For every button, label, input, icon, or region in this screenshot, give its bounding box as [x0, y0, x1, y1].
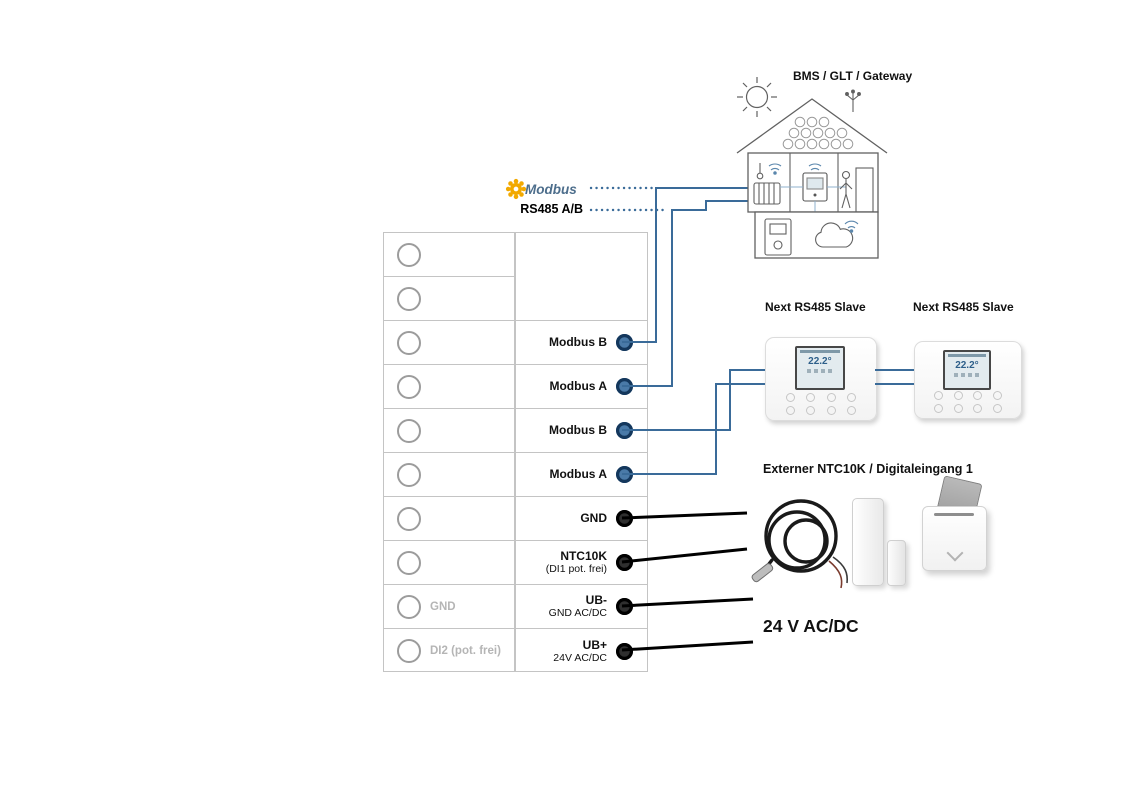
terminal-row-6-left [384, 453, 514, 497]
boiler-icon [764, 218, 792, 256]
terminal-cell-modbus-b-1: Modbus B [516, 321, 647, 365]
screw-terminal-icon [397, 374, 421, 399]
terminal-block-left-column: GND DI2 (pot. frei) [383, 232, 515, 672]
connector-dot [616, 378, 633, 395]
modbus-label: Modbus [525, 181, 577, 197]
gear-icon [505, 178, 527, 200]
bms-gateway-illustration [736, 77, 888, 259]
terminal-row-2-left [384, 277, 514, 321]
door-contact-magnet-icon [887, 540, 906, 586]
device-screen: 22.2° [794, 346, 846, 390]
wifi-icon [844, 220, 859, 233]
antenna-icon [845, 89, 861, 112]
slave1-label: Next RS485 Slave [765, 300, 866, 314]
thermometer-icon [756, 163, 764, 180]
screen-statusbar [947, 353, 987, 357]
terminal-row-5-left [384, 409, 514, 453]
wifi-icon [768, 163, 782, 175]
bms-gateway-label: BMS / GLT / Gateway [793, 69, 913, 83]
gateway-thermostat-icon [802, 172, 828, 202]
interior-links [780, 186, 846, 229]
screen-temperature: 22.2° [955, 359, 979, 371]
connector-dot [616, 510, 633, 527]
terminal-label: UB- [585, 593, 607, 607]
radiator-icon [753, 182, 781, 205]
screen-icons [945, 372, 990, 377]
terminal-label: Modbus B [549, 423, 607, 438]
terminal-cell-ub-minus: UB- GND AC/DC [516, 585, 647, 629]
terminal-row-7-left [384, 497, 514, 541]
connector-dot [616, 598, 633, 615]
terminal-label: NTC10K [560, 549, 607, 563]
screw-terminal-icon [397, 242, 421, 267]
screw-terminal-icon [397, 550, 421, 575]
terminal-sublabel: 24V AC/DC [553, 651, 607, 664]
screw-terminal-icon [397, 462, 421, 487]
screw-terminal-icon [397, 418, 421, 443]
terminal-row-4-left [384, 365, 514, 409]
screw-terminal-icon [397, 639, 421, 663]
sensors-header: Externer NTC10K / Digitaleingang 1 [763, 462, 973, 476]
cloud-icon [815, 222, 854, 248]
terminal-sublabel: GND AC/DC [548, 607, 607, 620]
screen-statusbar [799, 350, 841, 354]
terminal-row-8-left [384, 541, 514, 585]
left-terminal-label: DI2 (pot. frei) [430, 645, 501, 657]
screw-terminal-icon [397, 330, 421, 355]
screw-terminal-icon [397, 594, 421, 619]
screw-terminal-icon [397, 286, 421, 311]
terminal-block-right-column: Modbus B Modbus A Modbus B Modbus A [515, 232, 648, 672]
wifi-icon [808, 163, 822, 171]
rs485-label: RS485 A/B [520, 202, 583, 216]
supply-label: 24 V AC/DC [763, 616, 859, 636]
terminal-label: UB+ [582, 637, 607, 652]
screen-temperature: 22.2° [808, 356, 832, 368]
basement [754, 211, 879, 259]
terminal-label: Modbus A [549, 379, 607, 394]
roof [736, 98, 888, 154]
card-switch-icon [922, 506, 987, 571]
terminal-cell-ntc10k: NTC10K (DI1 pot. frei) [516, 541, 647, 585]
device-screen: 22.2° [942, 349, 992, 390]
solar-panel [782, 116, 854, 150]
terminal-cell-ub-plus: UB+ 24V AC/DC [516, 629, 647, 673]
modbus-wires [622, 187, 914, 475]
left-terminal-label: GND [430, 600, 456, 613]
modbus-logo: Modbus [505, 178, 577, 200]
terminal-label: Modbus B [549, 335, 607, 350]
terminal-cell-modbus-a-2: Modbus A [516, 453, 647, 497]
dotted-bus-lines [589, 186, 670, 212]
card-slot [934, 513, 974, 516]
terminal-row-3-left [384, 321, 514, 365]
ntc-probe-tip [751, 563, 774, 583]
house-body [747, 152, 879, 213]
terminal-cell-empty [516, 233, 647, 321]
terminal-row-1-left [384, 233, 514, 277]
connector-dot [616, 554, 633, 571]
chevron-down-icon [946, 544, 964, 562]
device-buttons [929, 391, 1007, 414]
person-at-door-icon [839, 167, 874, 213]
rs485-slave-device-1: 22.2° [765, 337, 877, 421]
door-contact-icon [852, 498, 884, 586]
terminal-cell-modbus-b-2: Modbus B [516, 409, 647, 453]
ntc-cable-icon [751, 499, 849, 589]
terminal-cell-gnd: GND [516, 497, 647, 541]
screw-terminal-icon [397, 506, 421, 531]
terminal-sublabel: (DI1 pot. frei) [545, 563, 607, 576]
sun-icon [737, 77, 777, 117]
device-buttons [780, 393, 861, 416]
terminal-label: Modbus A [549, 467, 607, 482]
screen-icons [797, 369, 844, 374]
rs485-slave-device-2: 22.2° [914, 341, 1022, 419]
terminal-row-10-left: DI2 (pot. frei) [384, 629, 514, 673]
connector-dot [616, 642, 633, 660]
terminal-cell-modbus-a-1: Modbus A [516, 365, 647, 409]
connector-dot [616, 334, 633, 351]
terminal-label: GND [580, 511, 607, 526]
slave2-label: Next RS485 Slave [913, 300, 1014, 314]
connector-dot [616, 466, 633, 483]
connector-dot [616, 422, 633, 439]
terminal-row-9-left: GND [384, 585, 514, 629]
